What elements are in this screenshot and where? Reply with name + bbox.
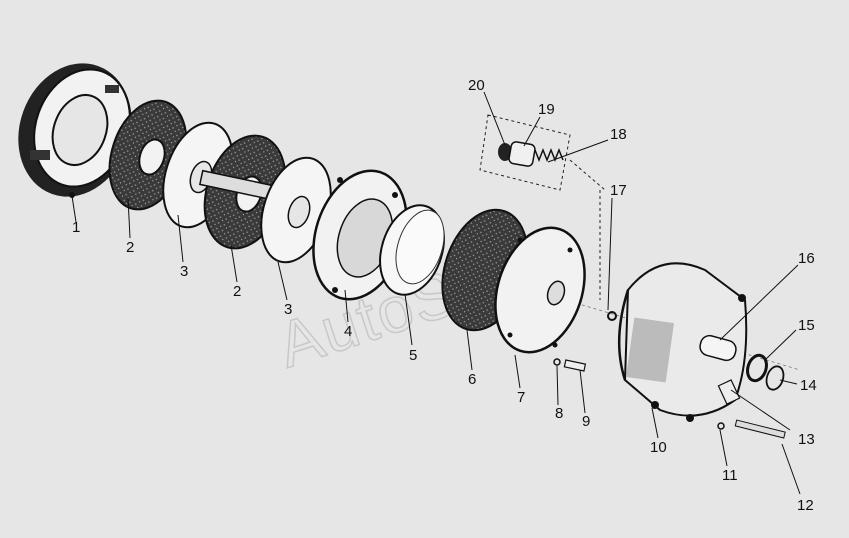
callout-6: 6 xyxy=(468,371,476,388)
part-5-piston xyxy=(379,204,445,296)
callout-2: 2 xyxy=(233,283,241,300)
callout-1: 1 xyxy=(72,219,80,236)
part-1-housing xyxy=(18,63,132,198)
callout-3: 3 xyxy=(284,301,292,318)
callout-7: 7 xyxy=(517,389,525,406)
callout-3: 3 xyxy=(180,263,188,280)
callout-5: 5 xyxy=(409,347,417,364)
part-19-valve xyxy=(508,141,536,167)
callout-18: 18 xyxy=(610,126,627,143)
part-11-washer xyxy=(717,422,725,430)
part-9-bolt xyxy=(563,359,587,372)
callout-16: 16 xyxy=(798,250,815,267)
part-20-seal xyxy=(498,143,512,161)
part-12-long-bolt xyxy=(734,419,786,439)
part-18-spring xyxy=(534,147,564,163)
part-13-plug xyxy=(717,379,741,405)
callout-2: 2 xyxy=(126,239,134,256)
leader-lines xyxy=(71,91,801,495)
callout-19: 19 xyxy=(538,101,555,118)
part-8-washer xyxy=(553,358,561,366)
callout-labels: 1 2 3 2 3 4 5 6 7 8 9 10 11 12 13 14 15 … xyxy=(72,77,817,514)
part-15-washer xyxy=(746,353,768,383)
callout-9: 9 xyxy=(582,413,590,430)
part-7-cover-plate xyxy=(494,226,586,354)
part-10-housing xyxy=(617,262,748,422)
callout-15: 15 xyxy=(798,317,815,334)
callout-17: 17 xyxy=(610,182,627,199)
valve-assembly-box xyxy=(479,114,571,191)
callout-14: 14 xyxy=(800,377,817,394)
callout-13: 13 xyxy=(798,431,815,448)
callout-10: 10 xyxy=(650,439,667,456)
callout-20: 20 xyxy=(468,77,485,94)
callout-12: 12 xyxy=(797,497,814,514)
part-17-ring xyxy=(607,311,617,321)
callout-4: 4 xyxy=(344,323,352,340)
callout-8: 8 xyxy=(555,405,563,422)
callout-11: 11 xyxy=(722,467,738,484)
